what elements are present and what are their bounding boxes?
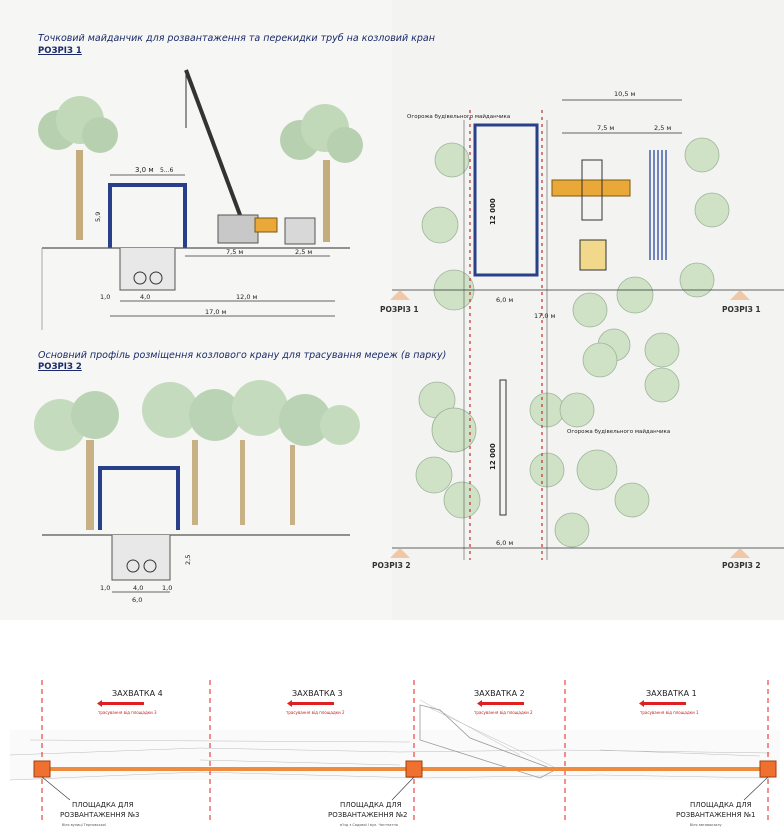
site-2-marker (405, 760, 423, 778)
width-6m-top: 6,0 м (496, 296, 513, 304)
stage-4-label: ЗАХВАТКА 4 (112, 689, 163, 698)
corridor-plan: ЗАХВАТКА 4 трасування від площадки 3 ЗАХ… (0, 660, 784, 833)
stage-3-label: ЗАХВАТКА 3 (292, 689, 343, 698)
site-2-note: в'їзд з Садової і вул. Честнатна (340, 823, 398, 827)
section1-drawing: 3,0 м 5...6 7,5 м 2,5 м 1,0 4,0 12,0 м 1… (38, 69, 363, 330)
tree-row (34, 380, 360, 530)
section1-title: Точковий майданчик для розвантаження та … (38, 33, 435, 44)
site-linework (9, 699, 771, 781)
corridor-plan-svg: ЗАХВАТКА 4 трасування від площадки 3 ЗАХ… (9, 680, 780, 827)
section2-label: РОЗРІЗ 2 (38, 362, 82, 372)
section2-marker-left: РОЗРІЗ 2 (372, 561, 411, 570)
pipe-stack (649, 150, 667, 260)
stage-1-label: ЗАХВАТКА 1 (646, 689, 697, 698)
direction-arrows (97, 700, 686, 707)
width-6m-bottom: 6,0 м (496, 539, 513, 547)
fence-label-bottom: Огорожа будівельного майданчика (567, 428, 670, 435)
plan-dim-2-5: 2,5 м (654, 124, 671, 132)
fence-label-top: Огорожа будівельного майданчика (407, 113, 510, 120)
length-bottom: 12 000 (489, 443, 497, 470)
stage-4-sub: трасування від площадки 3 (98, 710, 157, 715)
plan-dim-17-0: 17,0 м (534, 312, 556, 320)
dim-12-0: 12,0 м (236, 293, 258, 301)
section2-marker-right: РОЗРІЗ 2 (722, 561, 761, 570)
section2-title: Основний профіль розміщення козлового кр… (38, 350, 447, 361)
tree-right-1 (280, 104, 363, 242)
s2-dim-6-0: 6,0 (132, 596, 142, 604)
tree-left-1 (38, 96, 118, 240)
section2-drawing: 1,0 4,0 1,0 6,0 2,5 (34, 380, 360, 604)
stage-1-sub: трасування від площадки 1 (640, 710, 699, 715)
dim-17-0: 17,0 м (205, 308, 227, 316)
plan-dim-7-5: 7,5 м (597, 124, 614, 132)
dim-3m: 3,0 м (135, 166, 154, 174)
dim-5-9: 5,9 (94, 212, 102, 222)
site-1-note: біля автовокзалу (690, 823, 722, 827)
site-2-label1: ПЛОЩАДКА ДЛЯ (340, 801, 402, 809)
plan-view-drawing: 10,5 м 7,5 м 2,5 м Огорожа будівельного … (372, 90, 784, 570)
site-3-label1: ПЛОЩАДКА ДЛЯ (72, 801, 134, 809)
dim-2-5: 2,5 м (295, 248, 312, 256)
plan-trees (415, 137, 730, 548)
site-3-label2: РОЗВАНТАЖЕННЯ №3 (60, 811, 139, 819)
site-1-label1: ПЛОЩАДКА ДЛЯ (690, 801, 752, 809)
s2-dim-1-0: 1,0 (100, 584, 110, 592)
scanned-drawing-sheet: Точковий майданчик для розвантаження та … (0, 0, 784, 620)
length-top: 12 000 (489, 198, 497, 225)
site-1-label2: РОЗВАНТАЖЕННЯ №1 (676, 811, 755, 819)
section1-marker-left: РОЗРІЗ 1 (380, 305, 419, 314)
s2-dim-2-5: 2,5 (184, 555, 192, 565)
site-1-marker (759, 760, 777, 778)
dim-1-0: 1,0 (100, 293, 110, 301)
dim-4-0: 4,0 (140, 293, 150, 301)
section1-label: РОЗРІЗ 1 (38, 46, 82, 56)
dim-7-5: 7,5 м (226, 248, 243, 256)
section1-marker-right: РОЗРІЗ 1 (722, 305, 761, 314)
stage-2-sub: трасування від площадки 2 (474, 710, 533, 715)
dim-5-6: 5...6 (160, 167, 174, 174)
site-3-marker (33, 760, 51, 778)
s2-dim-1-0b: 1,0 (162, 584, 172, 592)
s2-dim-4-0: 4,0 (133, 584, 143, 592)
plan-dim-10-5: 10,5 м (614, 90, 636, 98)
site-3-note: біля вулиці Терновської (62, 823, 106, 827)
site-2-label2: РОЗВАНТАЖЕННЯ №2 (328, 811, 407, 819)
stage-2-label: ЗАХВАТКА 2 (474, 689, 525, 698)
stage-3-sub: трасування від площадки 2 (286, 710, 345, 715)
